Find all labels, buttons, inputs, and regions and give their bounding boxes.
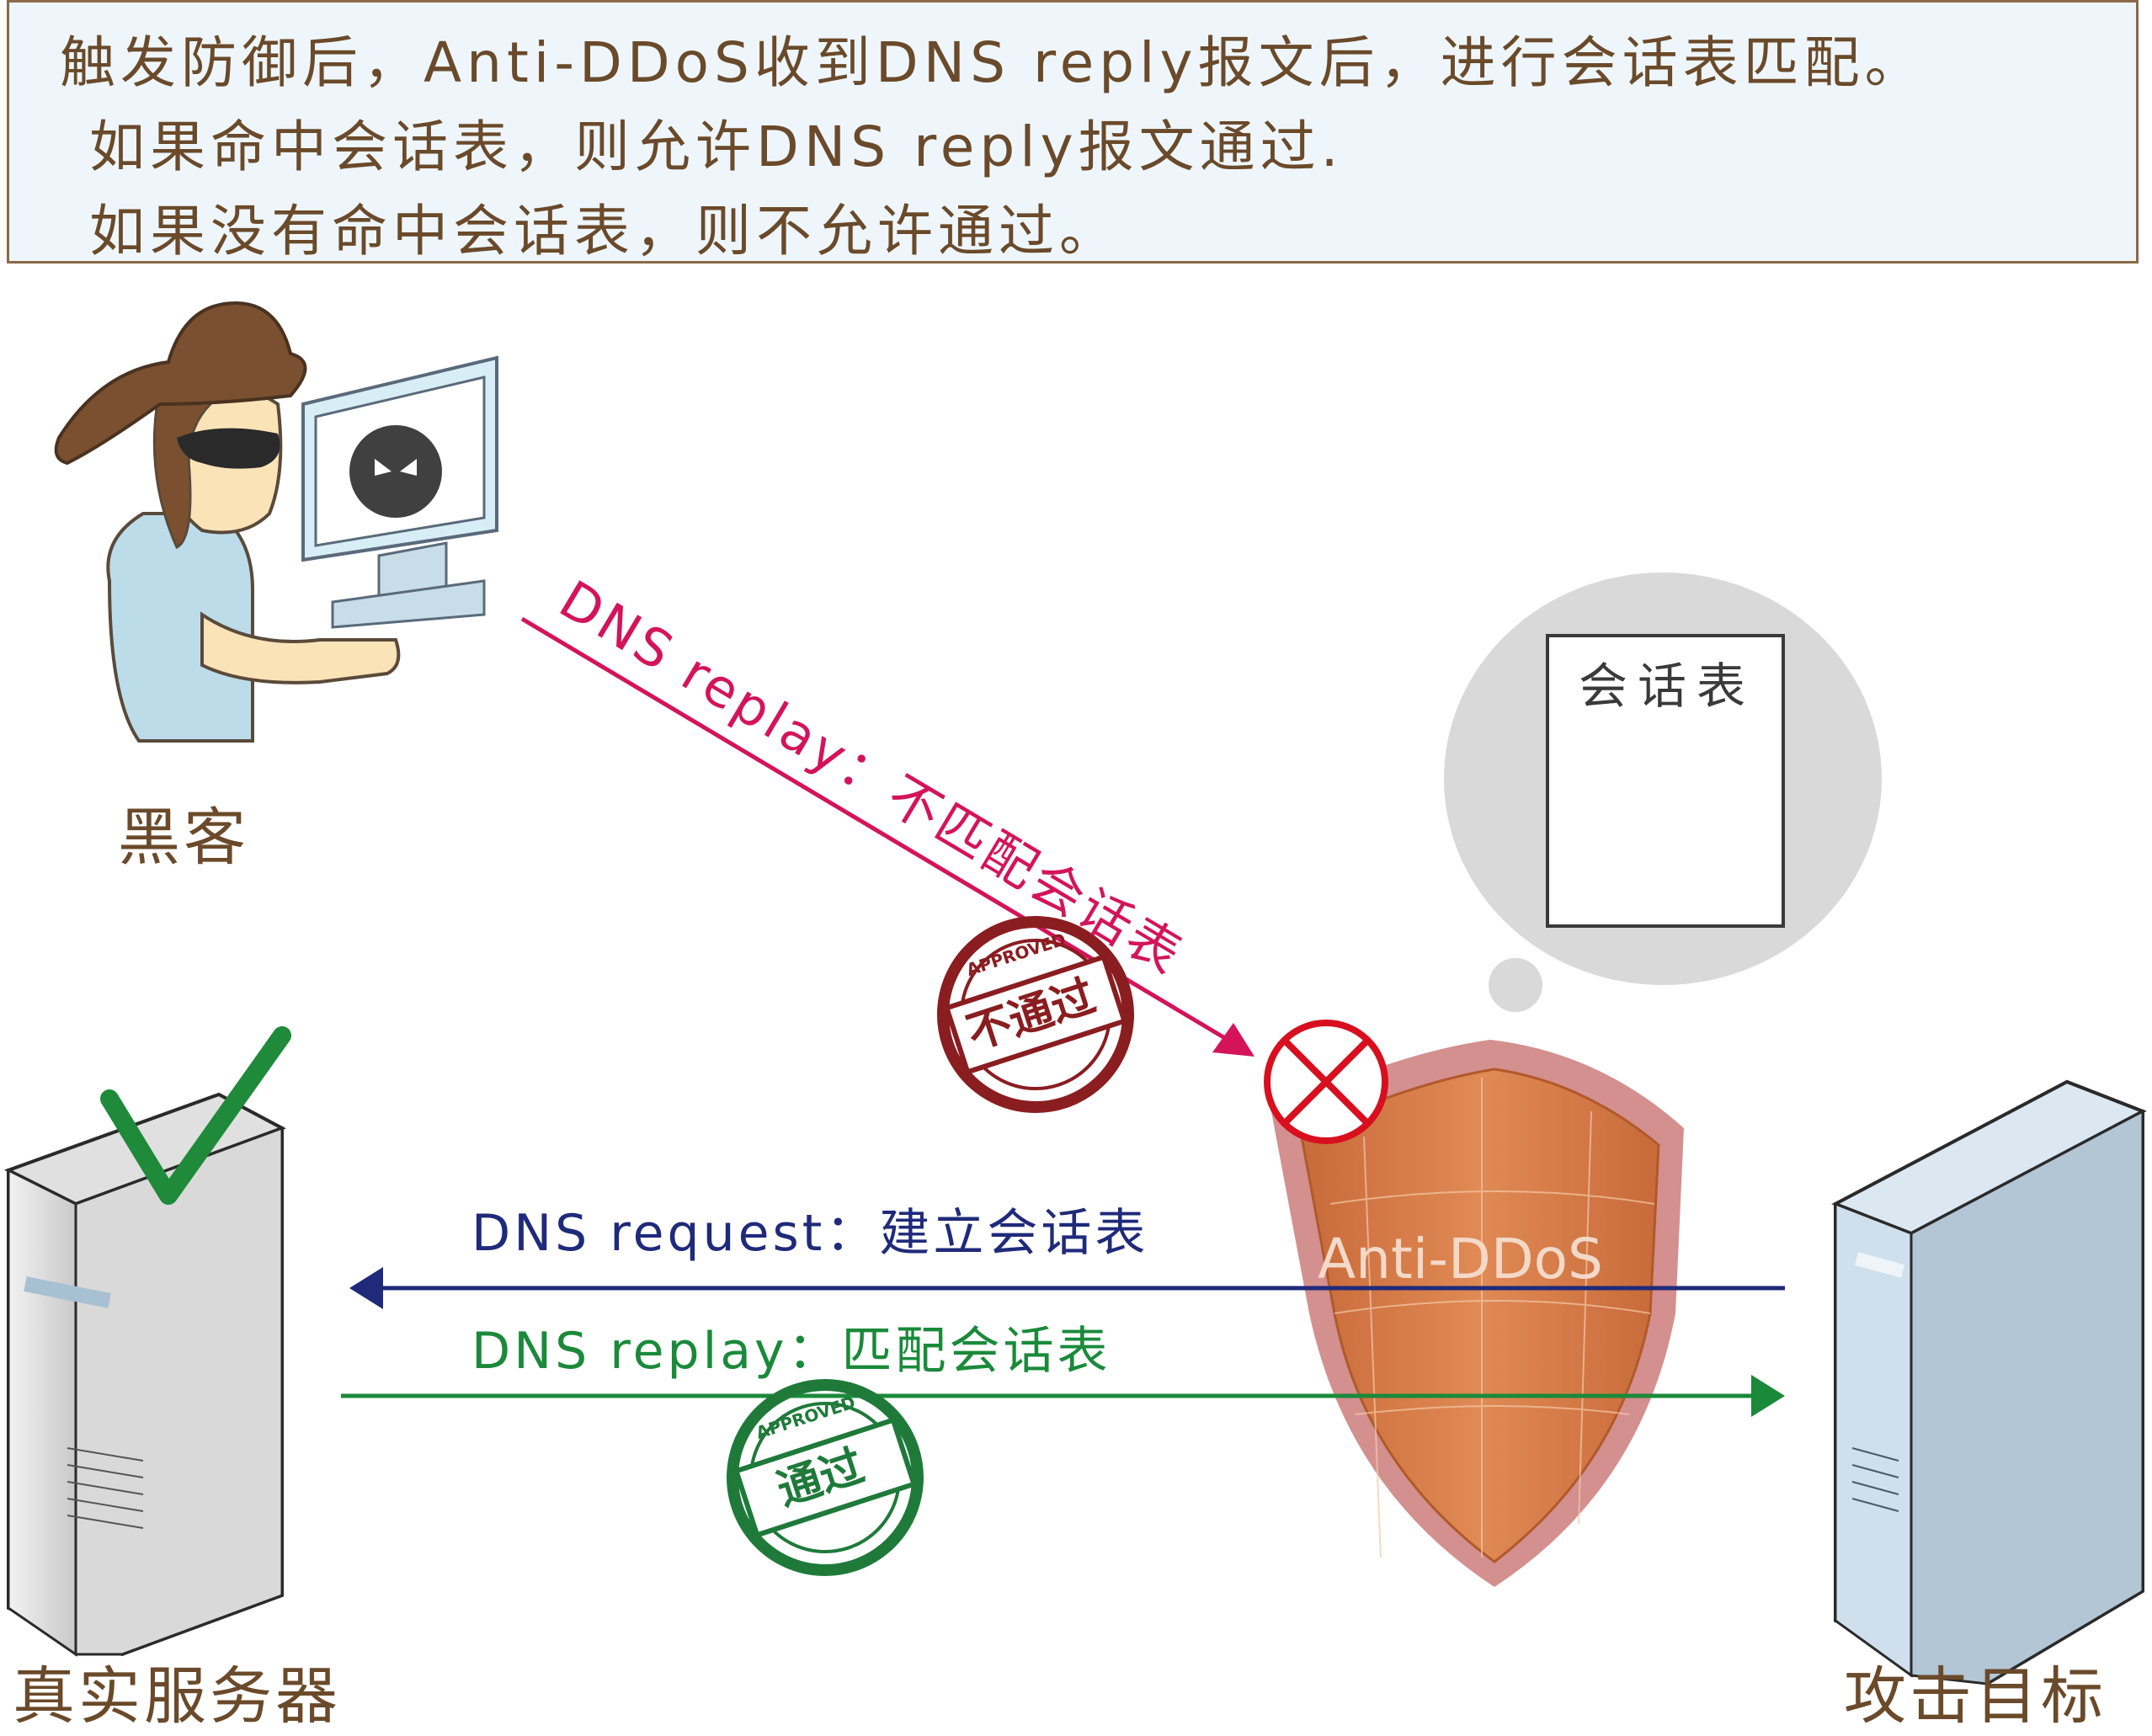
real-server-icon: [3, 1092, 286, 1657]
allow-stamp: [727, 1379, 924, 1576]
hacker-monitor: [301, 355, 498, 629]
check-icon: [100, 1026, 291, 1205]
block-icon: [1264, 1020, 1388, 1144]
request-message-label: DNS request：建立会话表: [471, 1204, 1148, 1263]
session-table-document: [1546, 634, 1785, 928]
target-server-icon: [1831, 1079, 2147, 1686]
note-line-3: 如果没有命中会话表，则不允许通过。: [89, 199, 1120, 264]
note-line-2: 如果命中会话表，则允许DNS reply报文通过.: [89, 114, 1344, 179]
anti-ddos-shield: [1271, 1040, 1684, 1587]
shield-label: Anti-DDoS: [1318, 1227, 1603, 1291]
deny-stamp: [937, 916, 1134, 1113]
target-label: 攻击目标: [1844, 1660, 2107, 1733]
hacker-label: 黑客: [118, 801, 249, 874]
thought-bubble: [1444, 572, 1882, 1012]
session-table-label: 会话表: [1579, 658, 1755, 715]
reply-arrow: [341, 1375, 1785, 1417]
real-server-label: 真实服务器: [13, 1660, 341, 1733]
note-line-1: 触发防御后，Anti-DDoS收到DNS reply报文后，进行会话表匹配。: [60, 30, 1926, 95]
reply-message-label: DNS replay：匹配会话表: [471, 1322, 1111, 1381]
virus-icon: [349, 425, 442, 518]
attack-message-label: DNS replay：不匹配会话表: [549, 568, 1194, 987]
note-box: 触发防御后，Anti-DDoS收到DNS reply报文后，进行会话表匹配。 如…: [7, 0, 2139, 264]
attack-arrow: [520, 616, 1254, 1057]
hacker-figure: [54, 301, 401, 743]
request-arrow: [349, 1267, 1785, 1309]
